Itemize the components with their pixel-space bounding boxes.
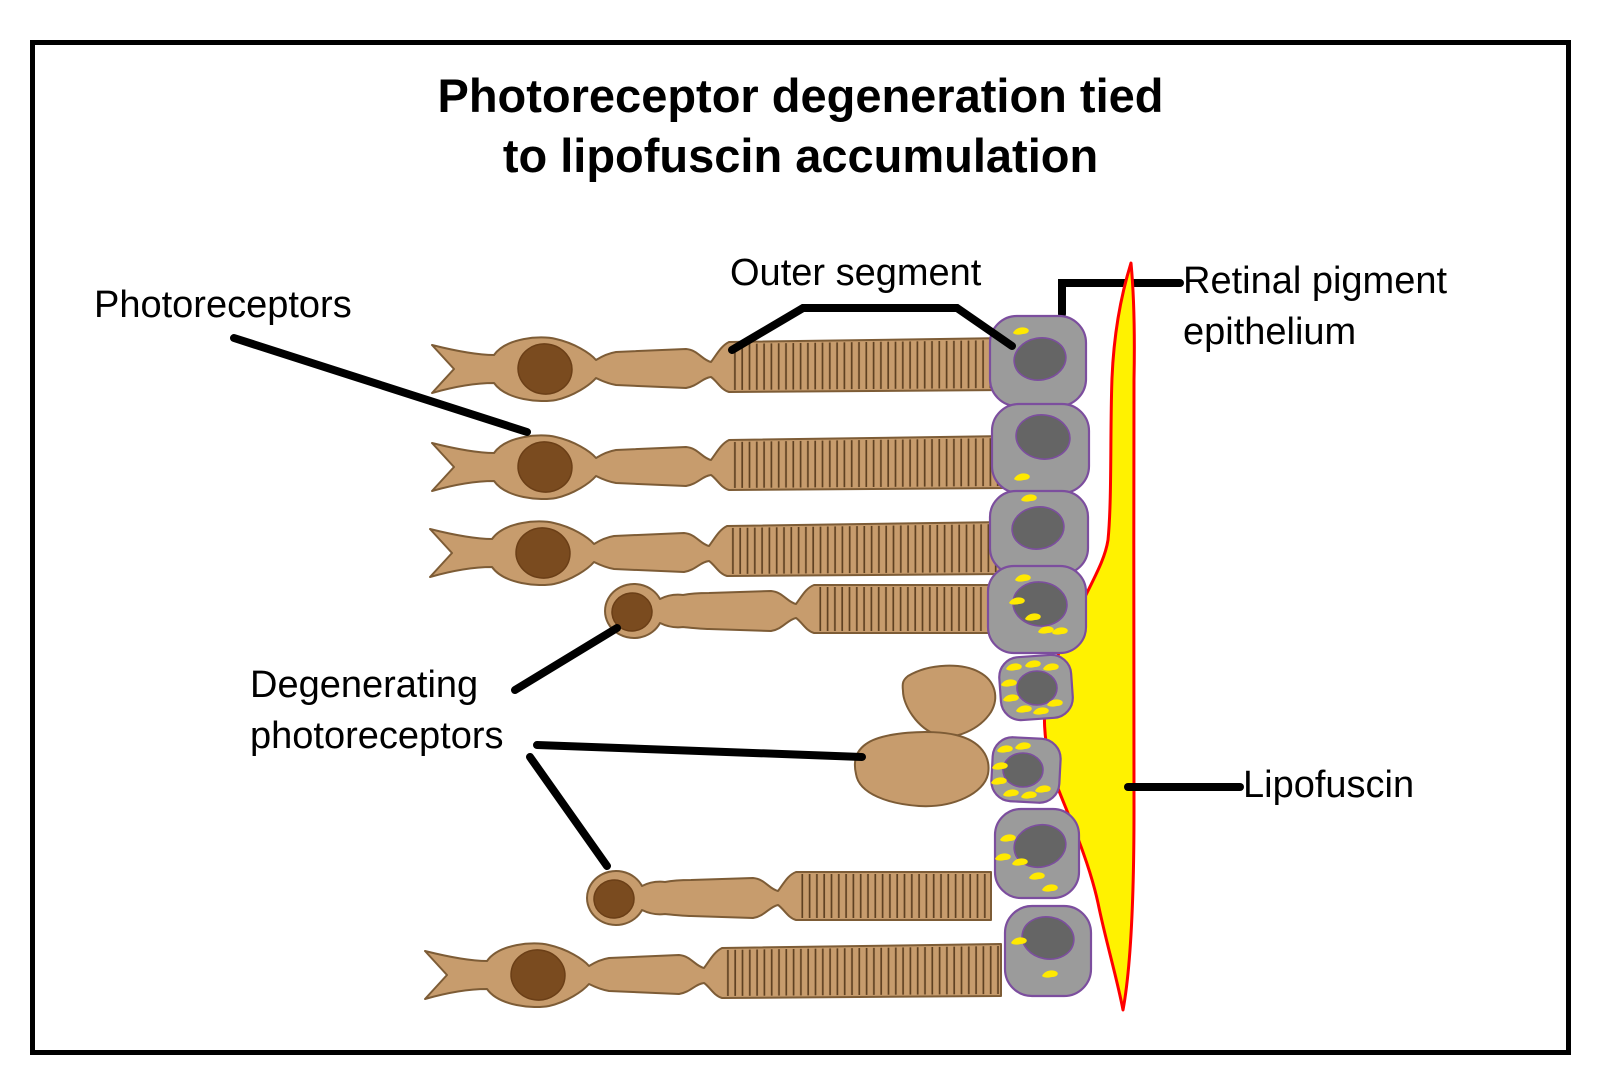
degenerating-leader-line-3 [526,753,611,870]
photoreceptor-3 [429,520,1007,587]
photoreceptor-1 [431,336,1009,403]
rpe-cell-1 [988,314,1088,408]
label-rpe-line1: Retinal pigment [1183,260,1448,302]
degenerated-debris-blob-1 [901,664,997,738]
diagram-title: Photoreceptor degeneration tied to lipof… [30,66,1571,186]
degenerated-debris-blob-2 [853,731,990,808]
diagram-title-line1: Photoreceptor degeneration tied [437,69,1164,122]
rpe-cell-8 [1003,904,1093,998]
label-degenerating-line1: Degenerating [250,664,479,706]
lipofuscin-deposit [1042,261,1136,1012]
rpe-cell-5 [998,653,1074,722]
degenerating-photoreceptor-1 [604,583,1010,639]
diagram-title-line2: to lipofuscin accumulation [502,129,1099,183]
degenerating-photoreceptor-2 [586,870,992,926]
photoreceptors-leader-line [230,334,531,436]
rpe-cell-6 [990,736,1062,804]
label-rpe-line2: epithelium [1183,310,1357,353]
degenerating-leader-line-2 [533,741,866,761]
rpe-cell-4 [986,564,1088,655]
diagram-border [30,40,1571,1055]
label-lipofuscin: Lipofuscin [1243,764,1415,806]
rpe-cell-2 [990,402,1091,495]
rpe-leader-line [1058,279,1184,318]
photoreceptor-2 [431,434,1009,501]
rpe-cell-7 [993,807,1081,900]
label-degenerating-line2: photoreceptors [250,714,504,757]
outer-segment-bracket [728,304,1016,354]
label-retinal-pigment-epithelium: Retinal pigment epithelium [1183,256,1447,358]
photoreceptor-4 [424,942,1002,1009]
label-degenerating-photoreceptors: Degenerating photoreceptors [250,660,504,762]
label-outer-segment: Outer segment [730,252,982,294]
degenerating-leader-line-1 [511,624,621,694]
label-photoreceptors: Photoreceptors [94,284,352,326]
rpe-cell-3 [988,489,1090,576]
